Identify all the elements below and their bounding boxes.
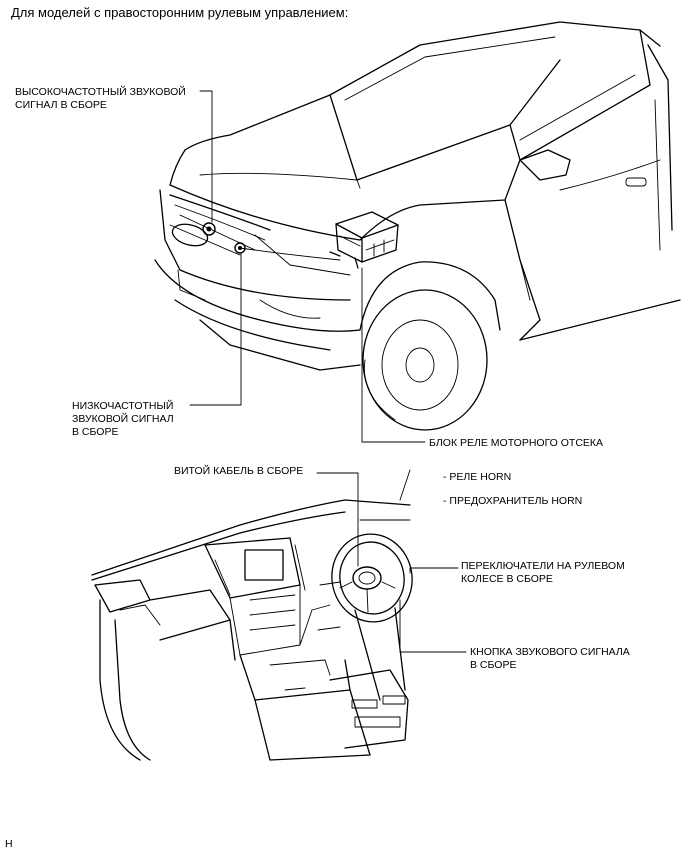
- label-low-frequency-horn: НИЗКОЧАСТОТНЫЙ ЗВУКОВОЙ СИГНАЛ В СБОРЕ: [72, 400, 174, 438]
- figure-code: H: [5, 838, 13, 850]
- label-spiral-cable: ВИТОЙ КАБЕЛЬ В СБОРЕ: [174, 465, 304, 477]
- cockpit-drawing: [91, 469, 413, 761]
- relay-block-icon: [329, 211, 399, 269]
- label-horn-button: КНОПКА ЗВУКОВОГО СИГНАЛА В СБОРЕ: [470, 646, 630, 671]
- diagram-header: Для моделей с правосторонним рулевым упр…: [11, 5, 349, 20]
- label-steering-pad-switches: ПЕРЕКЛЮЧАТЕЛИ НА РУЛЕВОМ КОЛЕСЕ В СБОРЕ: [461, 560, 625, 585]
- label-high-frequency-horn: ВЫСОКОЧАСТОТНЫЙ ЗВУКОВОЙ СИГНАЛ В СБОРЕ: [15, 86, 186, 111]
- label-horn-relay: - РЕЛЕ HORN: [443, 471, 512, 483]
- label-horn-fuse: - ПРЕДОХРАНИТЕЛЬ HORN: [443, 495, 583, 507]
- label-engine-relay-block: БЛОК РЕЛЕ МОТОРНОГО ОТСЕКА: [429, 437, 604, 449]
- vehicle-drawing: [154, 21, 681, 431]
- leader-lines: [189, 90, 467, 653]
